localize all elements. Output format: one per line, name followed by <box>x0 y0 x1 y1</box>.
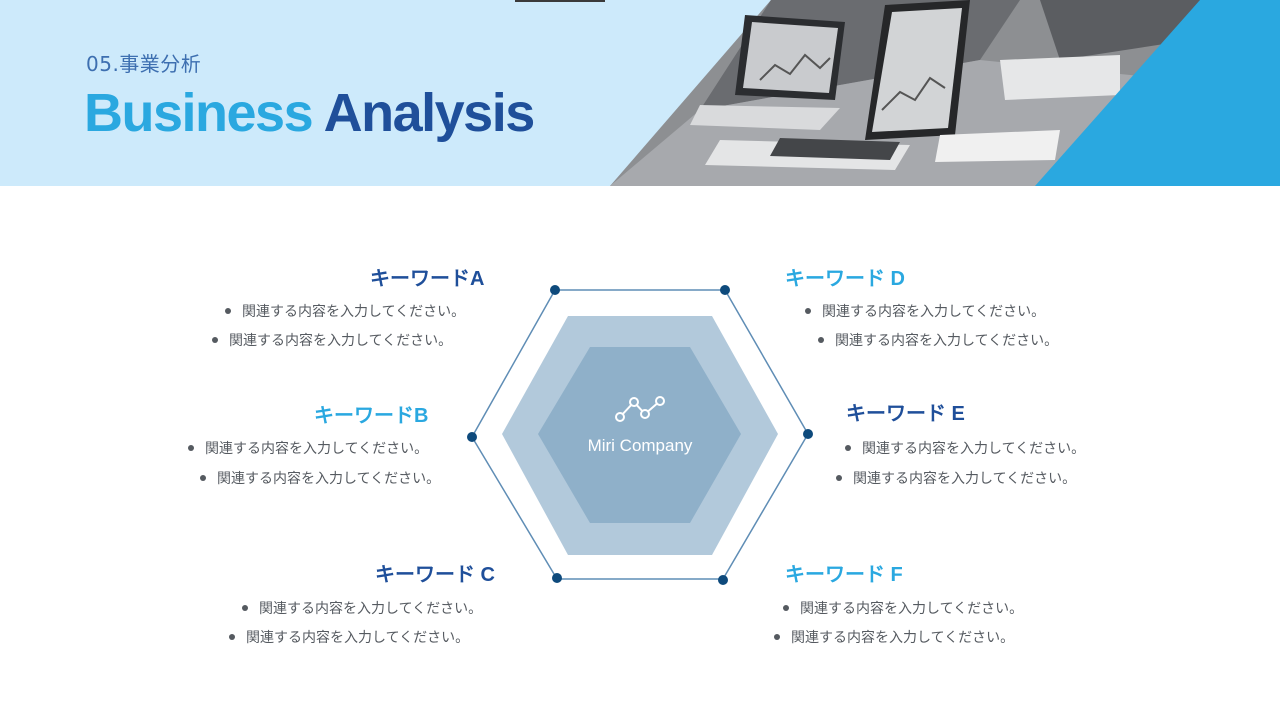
keyword-d-title: キーワード D <box>785 268 905 290</box>
keyword-c-item: 関連する内容を入力してください。 <box>229 627 469 647</box>
keyword-e-title: キーワード E <box>846 403 965 425</box>
node-dot-e <box>803 429 813 439</box>
line-chart-icon <box>615 396 665 422</box>
node-dot-a <box>550 285 560 295</box>
keyword-f-item: 関連する内容を入力してください。 <box>783 598 1023 618</box>
keyword-b-title: キーワードB <box>314 405 429 427</box>
keyword-a-item: 関連する内容を入力してください。 <box>225 301 465 321</box>
keyword-b-item: 関連する内容を入力してください。 <box>200 468 440 488</box>
keyword-a-title: キーワードA <box>370 268 485 290</box>
title-word-analysis: Analysis <box>323 83 536 143</box>
header-photo <box>515 0 1280 186</box>
hexagon-diagram <box>467 285 813 585</box>
node-dot-c <box>552 573 562 583</box>
keyword-c-item: 関連する内容を入力してください。 <box>242 598 482 618</box>
keyword-d-item: 関連する内容を入力してください。 <box>805 301 1045 321</box>
keyword-e-item: 関連する内容を入力してください。 <box>836 468 1076 488</box>
center-company-label: Miri Company <box>587 436 693 455</box>
node-dot-f <box>718 575 728 585</box>
keyword-f-title: キーワード F <box>785 564 903 586</box>
keyword-f-item: 関連する内容を入力してください。 <box>774 627 1014 647</box>
section-subtitle: 05.事業分析 <box>86 52 202 76</box>
node-dot-b <box>467 432 477 442</box>
keyword-b-item: 関連する内容を入力してください。 <box>188 438 428 458</box>
keyword-e-item: 関連する内容を入力してください。 <box>845 438 1085 458</box>
keyword-d-item: 関連する内容を入力してください。 <box>818 330 1058 350</box>
page-title: Business Analysis <box>84 82 536 144</box>
node-dot-d <box>720 285 730 295</box>
keyword-a-item: 関連する内容を入力してください。 <box>212 330 452 350</box>
title-word-business: Business <box>84 83 314 143</box>
hexagon-inner-fill <box>538 347 741 523</box>
keyword-c-title: キーワード C <box>375 564 495 586</box>
